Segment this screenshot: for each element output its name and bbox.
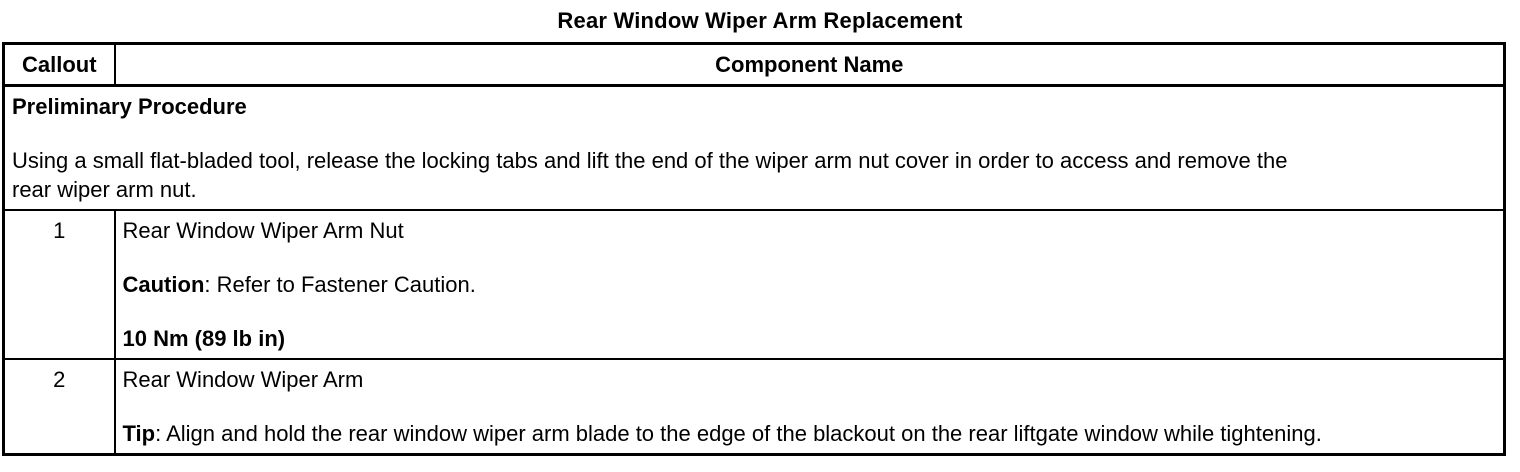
tip-text: : Align and hold the rear window wiper a… bbox=[155, 421, 1322, 446]
component-cell: Rear Window Wiper Arm Tip: Align and hol… bbox=[113, 358, 1506, 456]
preliminary-procedure-text-line-1: Using a small flat-bladed tool, release … bbox=[12, 148, 1288, 173]
caution-note: Caution: Refer to Fastener Caution. bbox=[123, 270, 1497, 299]
component-cell: Rear Window Wiper Arm Nut Caution: Refer… bbox=[113, 209, 1506, 360]
caution-text: : Refer to Fastener Caution. bbox=[204, 272, 476, 297]
component-name: Rear Window Wiper Arm Nut bbox=[122, 218, 404, 243]
component-name: Rear Window Wiper Arm bbox=[122, 367, 364, 392]
callout-number: 1 bbox=[2, 209, 116, 360]
table-row-callout-2: 2 Rear Window Wiper Arm Tip: Align and h… bbox=[2, 358, 1506, 456]
preliminary-procedure-cell: Preliminary Procedure Using a small flat… bbox=[2, 84, 1506, 211]
component-spec-table: Callout Component Name Preliminary Proce… bbox=[2, 42, 1506, 456]
callout-column-header: Callout bbox=[2, 42, 116, 87]
table-row-callout-1: 1 Rear Window Wiper Arm Nut Caution: Ref… bbox=[2, 209, 1506, 360]
torque-spec: 10 Nm (89 lb in) bbox=[122, 326, 286, 351]
component-name-column-header: Component Name bbox=[113, 42, 1506, 87]
preliminary-procedure-row: Preliminary Procedure Using a small flat… bbox=[2, 84, 1506, 211]
caution-label: Caution bbox=[122, 272, 205, 297]
tip-note: Tip: Align and hold the rear window wipe… bbox=[123, 419, 1497, 448]
preliminary-procedure-text-line-2: rear wiper arm nut. bbox=[12, 177, 197, 202]
preliminary-procedure-heading: Preliminary Procedure bbox=[12, 94, 247, 119]
page-title: Rear Window Wiper Arm Replacement bbox=[557, 8, 963, 33]
table-header-row: Callout Component Name bbox=[2, 42, 1506, 87]
callout-number: 2 bbox=[2, 358, 116, 456]
tip-label: Tip bbox=[122, 421, 156, 446]
